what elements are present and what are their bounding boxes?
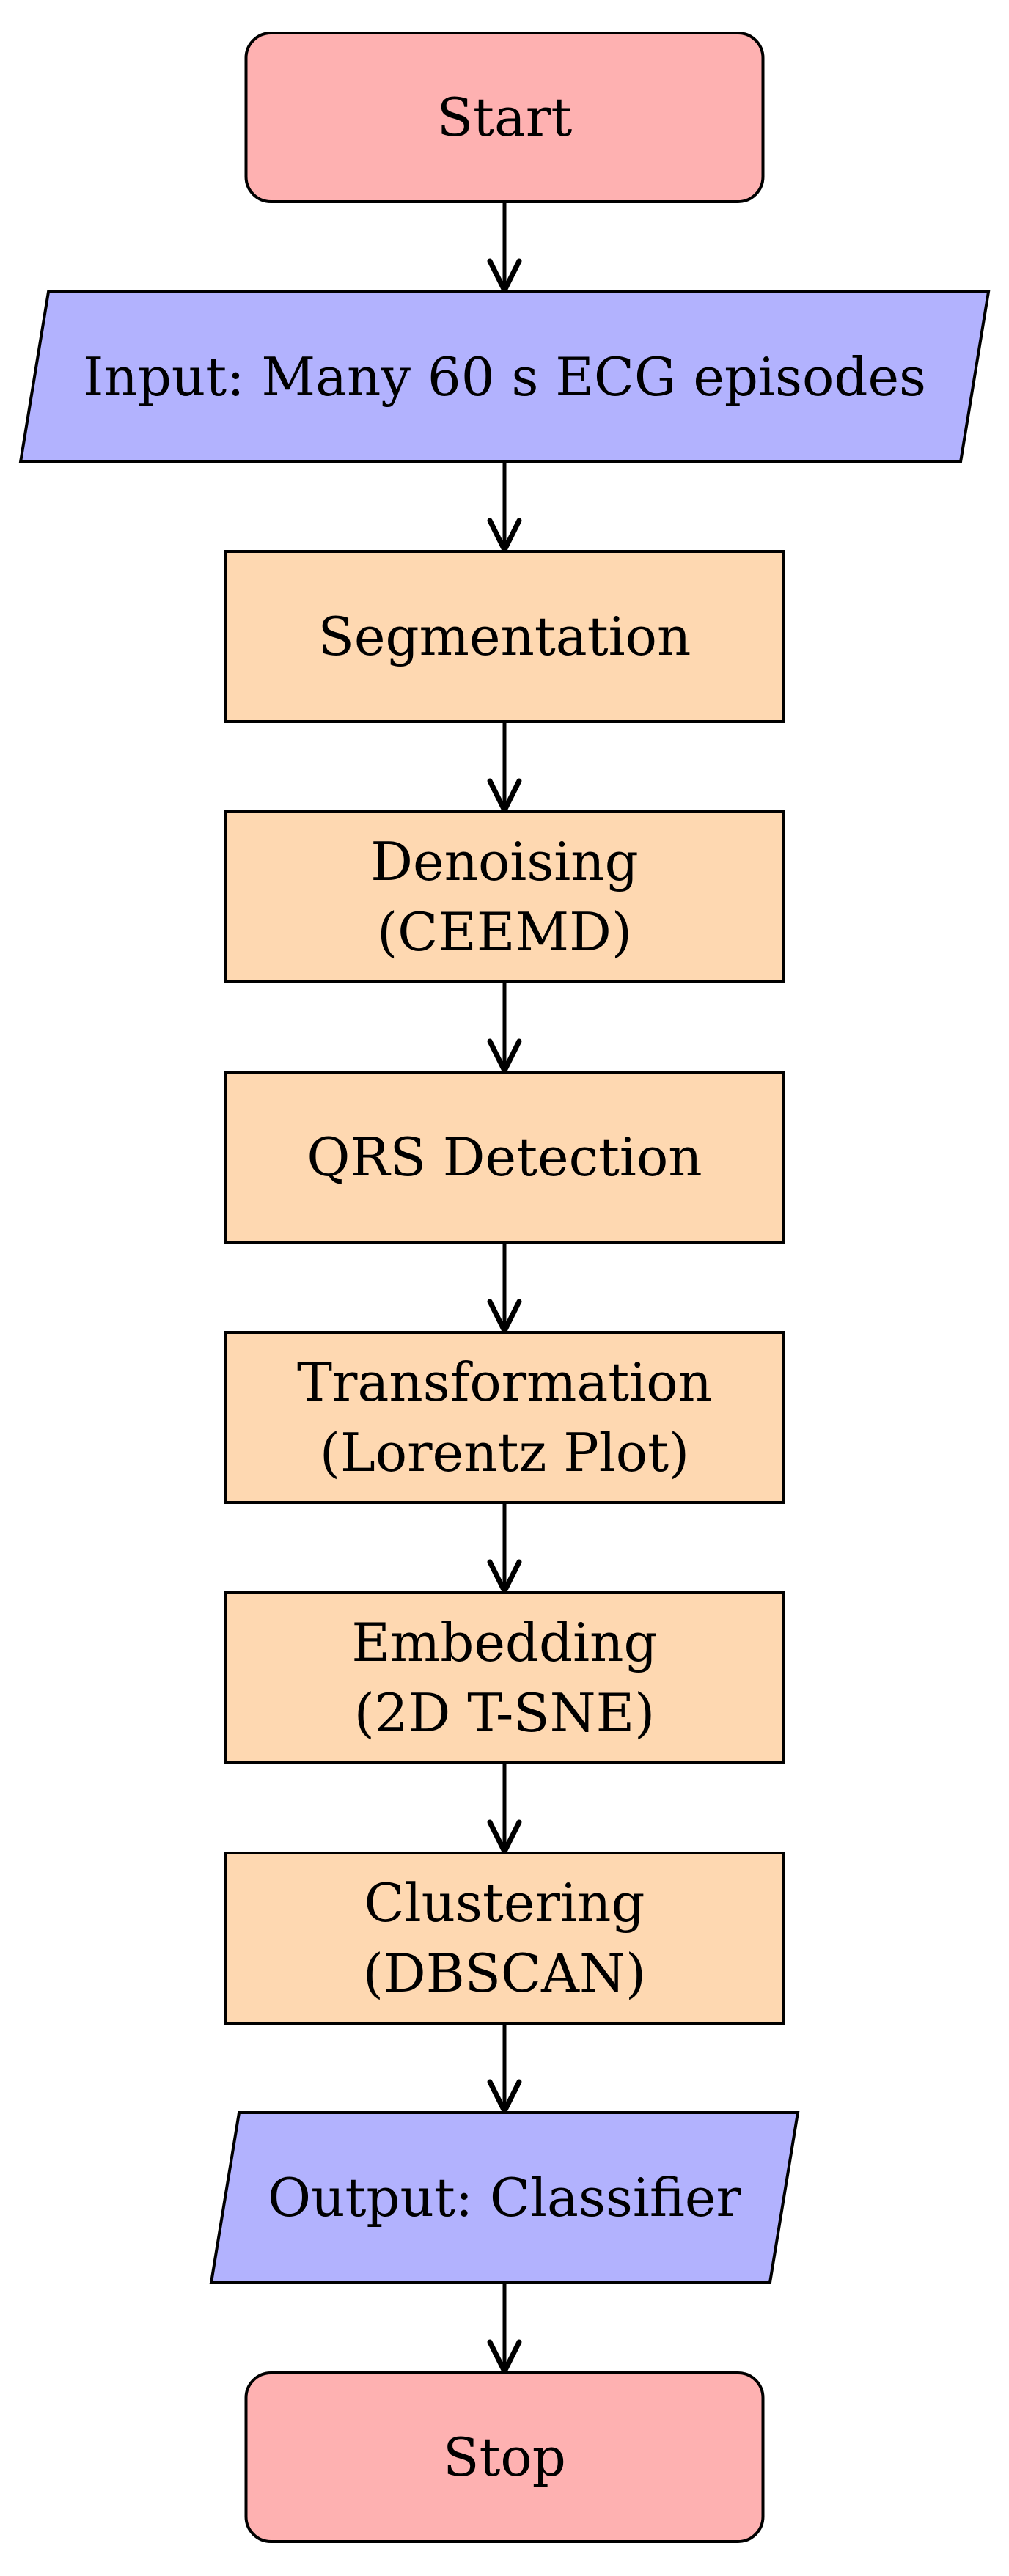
node-clustering-label-1: Clustering: [364, 1872, 645, 1934]
node-embedding-label-2: (2D T-SNE): [354, 1682, 656, 1744]
node-transformation-label-1: Transformation: [297, 1351, 712, 1413]
node-output: Output: Classifier: [209, 2111, 800, 2284]
node-output-label-1: Output: Classifier: [268, 2167, 741, 2228]
node-output-shape: [209, 2111, 800, 2284]
node-transformation: Transformation (Lorentz Plot): [224, 1331, 785, 1504]
node-denoising: Denoising (CEEMD): [224, 810, 785, 983]
node-input: Input: Many 60 s ECG episodes: [18, 290, 991, 463]
node-start-label-1: Start: [437, 87, 573, 148]
node-denoising-label-1: Denoising: [370, 831, 639, 892]
node-clustering: Clustering (DBSCAN): [224, 1852, 785, 2025]
node-qrs: QRS Detection: [224, 1071, 785, 1244]
node-embedding-label-1: Embedding: [351, 1612, 657, 1673]
node-qrs-label-1: QRS Detection: [307, 1126, 702, 1188]
node-segmentation-label-1: Segmentation: [318, 606, 691, 667]
node-stop-shape: [244, 2371, 765, 2543]
node-start-shape: [244, 32, 765, 203]
node-input-shape: [18, 290, 991, 463]
node-start: Start: [244, 32, 765, 203]
node-segmentation: Segmentation: [224, 550, 785, 723]
node-qrs-shape: [224, 1071, 785, 1244]
node-transformation-shape: [224, 1331, 785, 1504]
node-segmentation-shape: [224, 550, 785, 723]
node-stop-label-1: Stop: [443, 2426, 566, 2488]
node-input-label-1: Input: Many 60 s ECG episodes: [83, 346, 926, 408]
node-clustering-label-2: (DBSCAN): [363, 1942, 646, 2004]
node-embedding: Embedding (2D T-SNE): [224, 1591, 785, 1764]
node-denoising-shape: [224, 810, 785, 983]
node-clustering-shape: [224, 1852, 785, 2025]
node-transformation-label-2: (Lorentz Plot): [320, 1422, 689, 1483]
node-denoising-label-2: (CEEMD): [377, 901, 632, 963]
node-embedding-shape: [224, 1591, 785, 1764]
node-stop: Stop: [244, 2371, 765, 2543]
